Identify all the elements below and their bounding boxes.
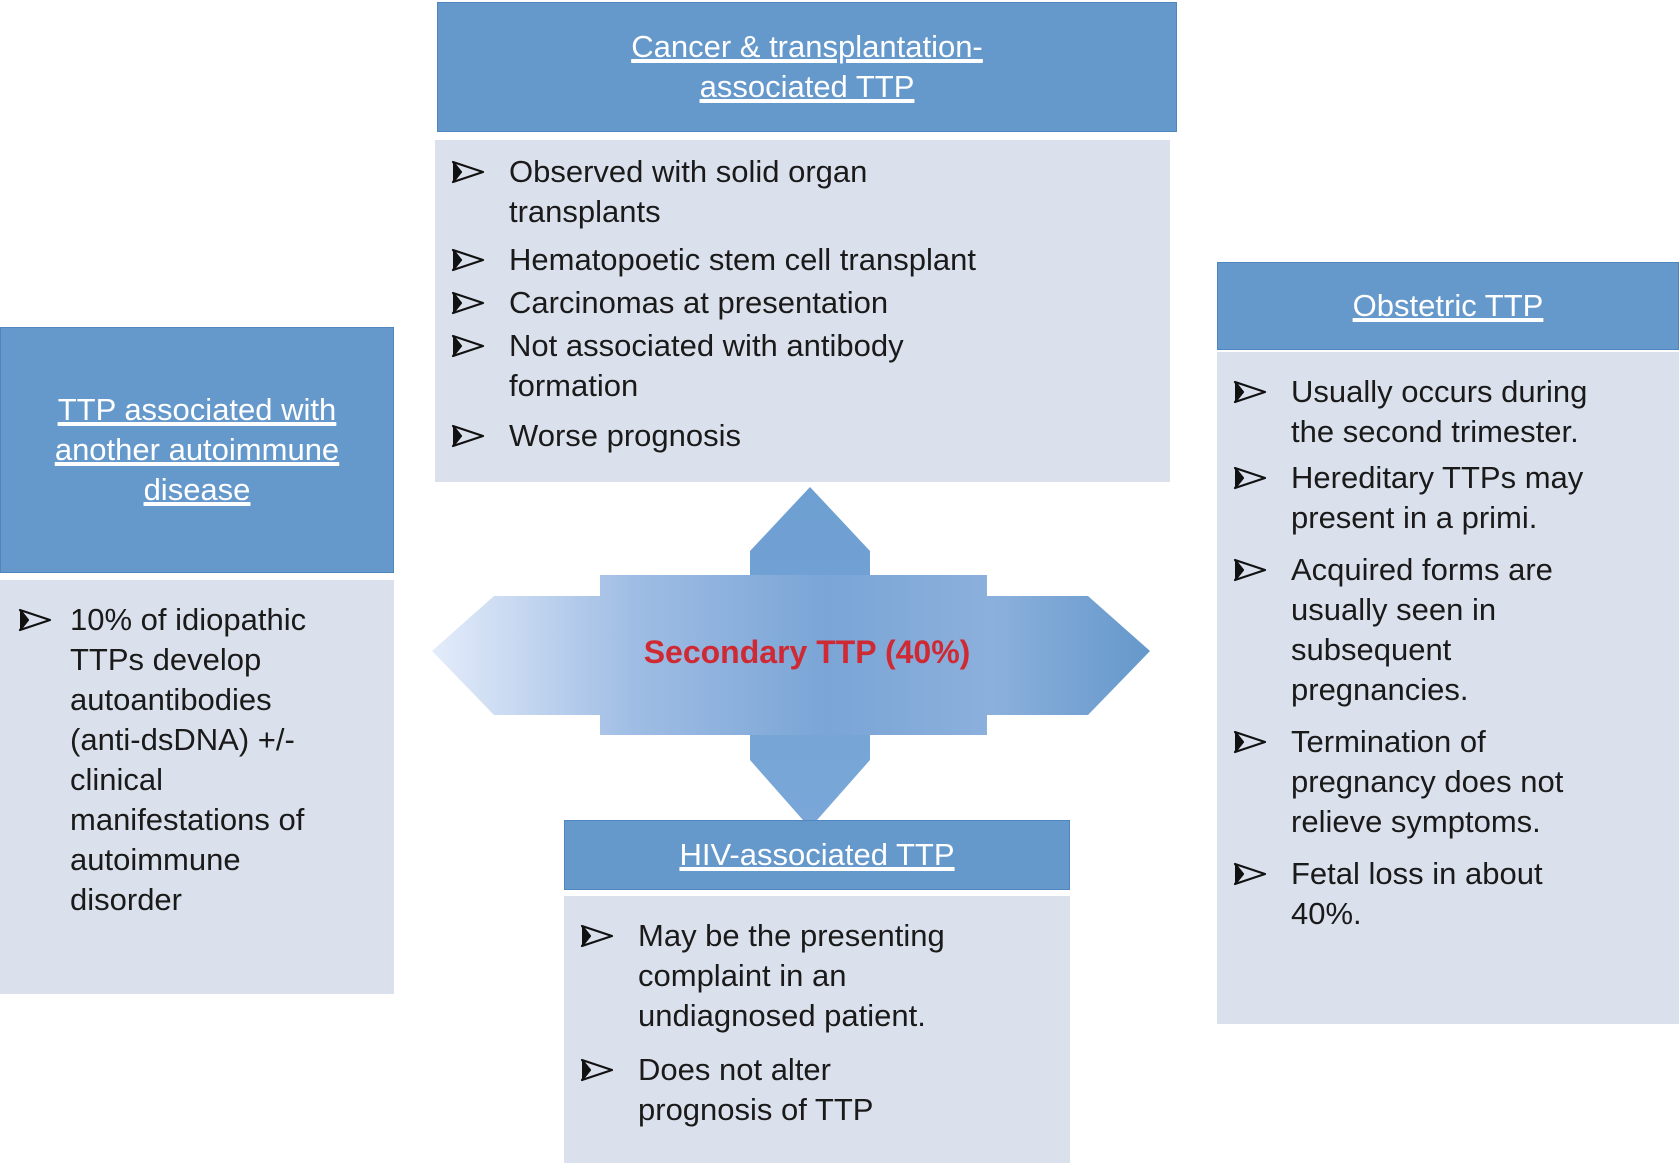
list-item: Termination of pregnancy does not reliev… (1233, 722, 1611, 842)
top-box-title-line1: Cancer & transplantation- (631, 29, 983, 64)
left-box-header: TTP associated with another autoimmune d… (0, 327, 394, 573)
list-item: May be the presenting complaint in an un… (580, 916, 978, 1036)
arrowhead-bullet-icon (1233, 466, 1267, 490)
horizontal-arrow (432, 575, 1150, 735)
arrowhead-bullet-icon (451, 291, 485, 315)
arrowhead-bullet-icon (580, 924, 614, 948)
arrowhead-bullet-icon (580, 1058, 614, 1082)
bottom-box-body: May be the presenting complaint in an un… (564, 896, 1070, 1163)
bottom-box-header: HIV-associated TTP (564, 820, 1070, 890)
arrowhead-bullet-icon (1233, 380, 1267, 404)
center-label: Secondary TTP (40%) (643, 634, 971, 670)
list-item: Does not alter prognosis of TTP (580, 1050, 898, 1130)
arrowhead-bullet-icon (451, 160, 485, 184)
arrowhead-bullet-icon (18, 608, 52, 632)
arrowhead-bullet-icon (451, 334, 485, 358)
list-item: Worse prognosis (451, 416, 1154, 456)
list-item: Acquired forms are usually seen in subse… (1233, 550, 1601, 710)
list-item: Observed with solid organ transplants (451, 152, 949, 232)
top-box-title-line2: associated TTP (699, 69, 915, 104)
right-box-title: Obstetric TTP (1352, 288, 1544, 323)
right-box-header: Obstetric TTP (1217, 262, 1679, 350)
list-item: Usually occurs during the second trimest… (1233, 372, 1591, 452)
list-item: Hematopoetic stem cell transplant (451, 240, 1154, 280)
arrowhead-bullet-icon (1233, 730, 1267, 754)
arrowhead-bullet-icon (1233, 862, 1267, 886)
list-item: Not associated with antibody formation (451, 326, 969, 406)
top-box-header: Cancer & transplantation- associated TTP (437, 2, 1177, 132)
list-item: Fetal loss in about 40%. (1233, 854, 1601, 934)
arrowhead-bullet-icon (1233, 558, 1267, 582)
right-box-body: Usually occurs during the second trimest… (1217, 352, 1679, 1024)
central-arrow-shape (432, 487, 1150, 828)
arrowhead-bullet-icon (451, 248, 485, 272)
left-box-title: TTP associated with another autoimmune d… (54, 392, 340, 507)
list-item: Carcinomas at presentation (451, 283, 1154, 323)
left-box-body: 10% of idiopathic TTPs develop autoantib… (0, 580, 394, 994)
arrowhead-bullet-icon (451, 424, 485, 448)
list-item: 10% of idiopathic TTPs develop autoantib… (18, 600, 330, 920)
bottom-box-title: HIV-associated TTP (679, 837, 955, 872)
top-box-body: Observed with solid organ transplants He… (435, 140, 1170, 482)
list-item: Hereditary TTPs may present in a primi. (1233, 458, 1621, 538)
